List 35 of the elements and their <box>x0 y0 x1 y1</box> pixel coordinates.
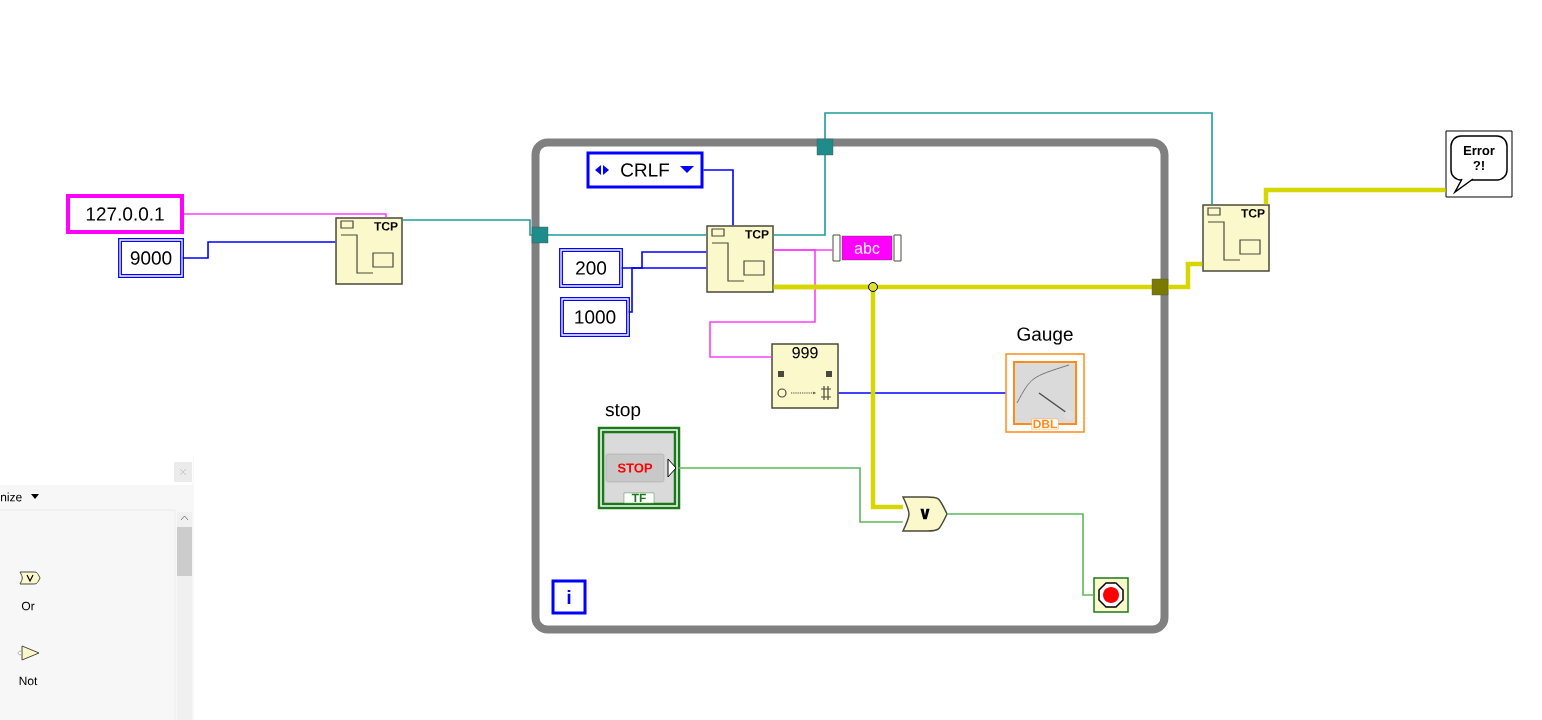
wire <box>773 284 903 510</box>
string-constant: 127.0.0.1 <box>66 194 184 234</box>
ring-constant: CRLF <box>586 151 704 189</box>
gauge-indicator-terminal: DBL <box>1005 353 1085 433</box>
stop-condition-terminal <box>1093 577 1129 613</box>
numeric-constant: 200 <box>559 248 623 288</box>
wire <box>181 241 337 259</box>
numeric-constant: 9000 <box>118 238 184 278</box>
boolean-control-terminal: STOP TF <box>597 426 681 510</box>
wire <box>772 112 1213 236</box>
wire <box>627 267 708 313</box>
string-indicator-terminal: abc <box>832 234 902 262</box>
wire <box>677 467 904 523</box>
scan-from-string-function: 999 <box>771 343 839 409</box>
tcp-function-block: TCP <box>335 217 403 285</box>
iteration-terminal: i <box>551 579 587 615</box>
wire <box>709 249 816 358</box>
tcp-function-block: TCP <box>1202 204 1270 272</box>
palette-item-label: Not <box>19 676 38 686</box>
wire <box>702 169 734 227</box>
error-handler-function: Error ?! <box>1445 130 1513 198</box>
tcp-function-block: TCP <box>706 225 774 293</box>
wire <box>620 251 708 269</box>
palette-item-label: Or <box>21 601 35 611</box>
numeric-constant: 1000 <box>560 297 630 337</box>
terminal-label: Gauge <box>1017 327 1073 345</box>
wire <box>946 513 1095 596</box>
wire <box>183 213 387 219</box>
while-loop-frame <box>531 138 1169 634</box>
wire <box>1263 187 1446 205</box>
wire <box>401 219 708 236</box>
wire <box>837 392 1007 394</box>
terminal-label: stop <box>605 403 641 421</box>
menu-label: nize <box>1 492 22 502</box>
or-gate: ∨ <box>902 496 948 532</box>
